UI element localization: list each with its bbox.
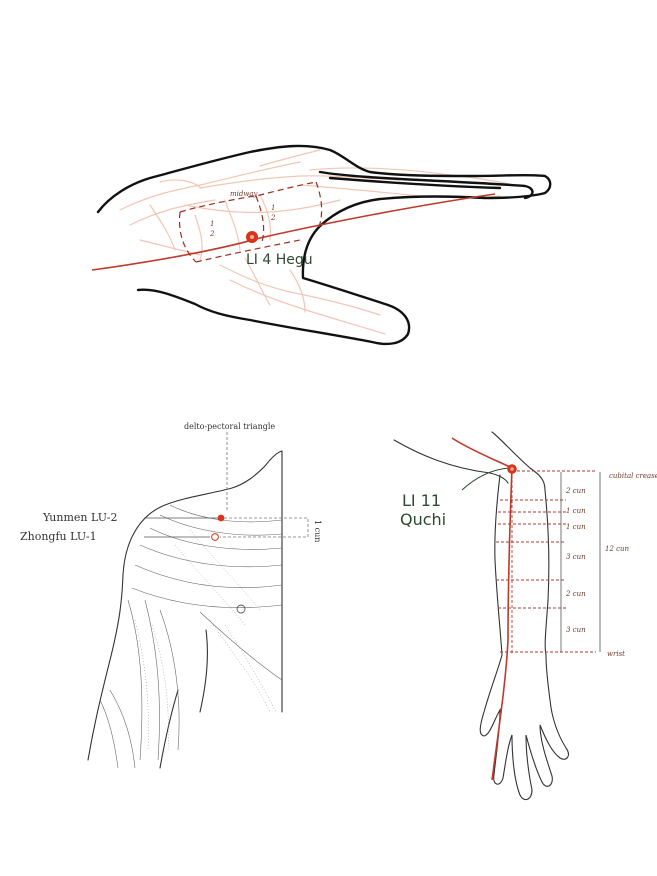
cubital-crease-label: cubital crease: [609, 472, 657, 480]
twelve-cun-label: 12 cun: [605, 545, 630, 553]
forearm-outline-right: [545, 490, 549, 655]
half-numerator-right: 1: [271, 204, 275, 212]
half-denominator-left: 2: [209, 230, 215, 238]
li11-leader: [462, 468, 508, 490]
nipple: [237, 605, 245, 613]
li11-code-label: LI 11: [402, 491, 441, 510]
yunmen-label: Yunmen LU-2: [42, 511, 118, 524]
delto-pectoral-label: delto-pectoral triangle: [184, 422, 275, 431]
yunmen-lu2-point: [218, 515, 225, 522]
half-numerator-left: 1: [210, 220, 214, 228]
shoulder-outline: [88, 451, 282, 760]
zhongfu-label: Zhongfu LU-1: [20, 530, 97, 543]
segment-label-4: 3 cun: [566, 553, 586, 561]
shoulder-illustration: delto-pectoral triangle Yunmen LU-2 Zhon…: [20, 422, 322, 768]
hand-outline-lower: [480, 655, 568, 800]
segment-label-6: 3 cun: [566, 626, 586, 634]
li4-hegu-label: LI 4 Hegu: [246, 252, 313, 268]
muscle-texture: [100, 505, 282, 768]
segment-label-1: 2 cun: [565, 487, 586, 495]
li11-name-label: Quchi: [400, 510, 446, 529]
midway-label: midway: [230, 190, 259, 198]
forearm-illustration: LI 11 Quchi cubital crease wrist 12 cun …: [394, 432, 657, 800]
wrist-label: wrist: [607, 650, 625, 658]
forearm-outline-left: [495, 475, 502, 655]
one-cun-label: 1 cun: [313, 520, 322, 542]
segment-label-3: 1 cun: [566, 523, 586, 531]
zhongfu-lu1-point: [212, 534, 219, 541]
hand-illustration: midway 1 2 1 2 LI 4 Hegu: [92, 146, 550, 344]
hand-bones: [120, 150, 520, 334]
half-denominator-right: 2: [270, 214, 276, 222]
upper-arm-outline: [394, 440, 508, 483]
segment-label-5: 2 cun: [565, 590, 586, 598]
forearm-meridian-line: [452, 438, 512, 780]
segment-label-2: 1 cun: [566, 507, 586, 515]
